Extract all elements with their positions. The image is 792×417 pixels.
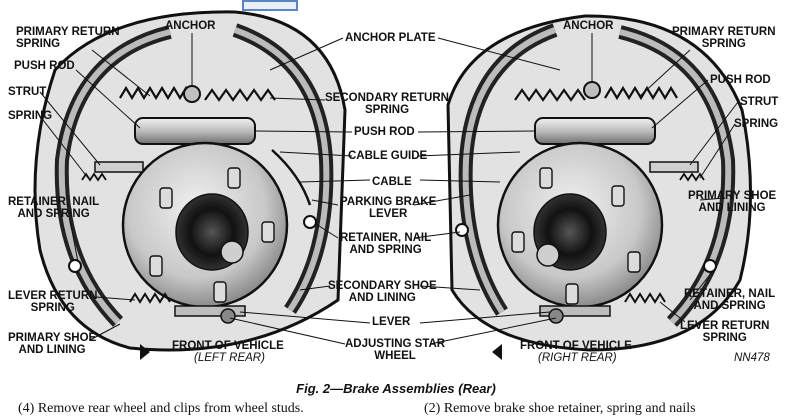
label-anchor-plate: ANCHOR PLATE xyxy=(345,32,436,44)
label-right-front-of-vehicle: FRONT OF VEHICLE xyxy=(520,340,632,352)
label-left-rear-position: (LEFT REAR) xyxy=(194,352,265,364)
label-right-spring: SPRING xyxy=(734,118,779,130)
right-rear-brake-assembly xyxy=(446,14,752,360)
label-right-retainer-nail-and-spring: RETAINER, NAIL AND SPRING xyxy=(684,288,776,312)
left-anchor-pin xyxy=(183,85,201,103)
right-anchor-pin xyxy=(583,81,601,99)
left-secondary-lining xyxy=(234,27,330,312)
label-right-primary-return-spring: PRIMARY RETURN SPRING xyxy=(672,26,776,50)
left-retainer-nail-1 xyxy=(68,259,82,273)
left-front-arrow xyxy=(140,344,150,360)
right-retainer-nail-1 xyxy=(455,223,469,237)
scan-tab-marker xyxy=(242,0,298,11)
label-secondary-shoe-and-lining: SECONDARY SHOE AND LINING xyxy=(328,280,437,304)
label-center-retainer-nail-and-spring: RETAINER, NAIL AND SPRING xyxy=(340,232,432,256)
label-parking-brake-lever: PARKING BRAKE LEVER xyxy=(340,196,437,220)
label-left-strut: STRUT xyxy=(8,86,47,98)
right-lever-return-spring xyxy=(624,292,666,304)
label-left-retainer-nail-and-spring: RETAINER, NAIL AND SPRING xyxy=(8,196,100,220)
left-lever-return-spring xyxy=(129,292,171,304)
label-left-primary-shoe-and-lining: PRIMARY SHOE AND LINING xyxy=(8,332,97,356)
label-right-rear-position: (RIGHT REAR) xyxy=(538,352,617,364)
label-right-primary-shoe-and-lining: PRIMARY SHOE AND LINING xyxy=(688,190,777,214)
right-secondary-return-spring xyxy=(514,88,586,102)
label-left-lever-return-spring: LEVER RETURN SPRING xyxy=(8,290,98,314)
right-axle-nut xyxy=(536,243,560,267)
right-front-arrow xyxy=(492,344,502,360)
right-star-wheel xyxy=(548,308,564,324)
left-retainer-nail-2 xyxy=(303,215,317,229)
right-wheel-cylinder xyxy=(534,117,656,145)
label-text: PRIMARY RETURN SPRING xyxy=(16,26,120,50)
left-wheel-studs xyxy=(149,167,275,303)
left-strut xyxy=(94,161,144,173)
left-wheel-cylinder xyxy=(134,117,256,145)
label-secondary-return-spring: SECONDARY RETURN SPRING xyxy=(325,92,449,116)
left-strut-spring xyxy=(81,172,107,182)
left-cable xyxy=(271,149,312,206)
label-right-lever-return-spring: LEVER RETURN SPRING xyxy=(680,320,770,344)
left-star-wheel xyxy=(220,308,236,324)
figure-code: NN478 xyxy=(734,352,770,364)
left-primary-return-spring xyxy=(119,85,193,101)
right-retainer-nail-2 xyxy=(703,259,717,273)
right-wheel-studs xyxy=(511,167,641,305)
label-adjusting-star-wheel: ADJUSTING STAR WHEEL xyxy=(345,338,446,362)
label-right-push-rod: PUSH ROD xyxy=(710,74,771,86)
label-right-anchor: ANCHOR xyxy=(563,20,614,32)
left-adjuster xyxy=(174,305,246,317)
label-right-strut: STRUT xyxy=(740,96,779,108)
label-center-push-rod: PUSH ROD xyxy=(354,126,415,138)
left-rear-brake-assembly xyxy=(33,10,347,360)
label-left-anchor: ANCHOR xyxy=(165,20,216,32)
brake-assemblies-illustration xyxy=(33,10,752,360)
leader-lines xyxy=(39,33,739,345)
body-text-right: (2) Remove brake shoe retainer, spring a… xyxy=(424,401,696,416)
figure-caption: Fig. 2—Brake Assemblies (Rear) xyxy=(296,381,496,396)
right-primary-return-spring xyxy=(604,85,678,101)
right-strut-spring xyxy=(679,172,705,182)
right-adjuster xyxy=(539,305,611,317)
label-left-front-of-vehicle: FRONT OF VEHICLE xyxy=(172,340,284,352)
left-primary-lining xyxy=(58,29,171,325)
right-primary-lining xyxy=(619,29,732,325)
right-secondary-lining xyxy=(462,27,557,314)
label-left-push-rod: PUSH ROD xyxy=(14,60,75,72)
label-left-spring: SPRING xyxy=(8,110,53,122)
body-text-left: (4) Remove rear wheel and clips from whe… xyxy=(18,401,304,416)
right-strut xyxy=(649,161,699,173)
left-axle-nut xyxy=(220,240,244,264)
left-secondary-return-spring xyxy=(204,88,276,102)
label-left-primary-return-spring: PRIMARY RETURN SPRING xyxy=(16,26,120,50)
label-cable-guide: CABLE GUIDE xyxy=(348,150,428,162)
label-cable: CABLE xyxy=(372,176,412,188)
label-lever: LEVER xyxy=(372,316,411,328)
